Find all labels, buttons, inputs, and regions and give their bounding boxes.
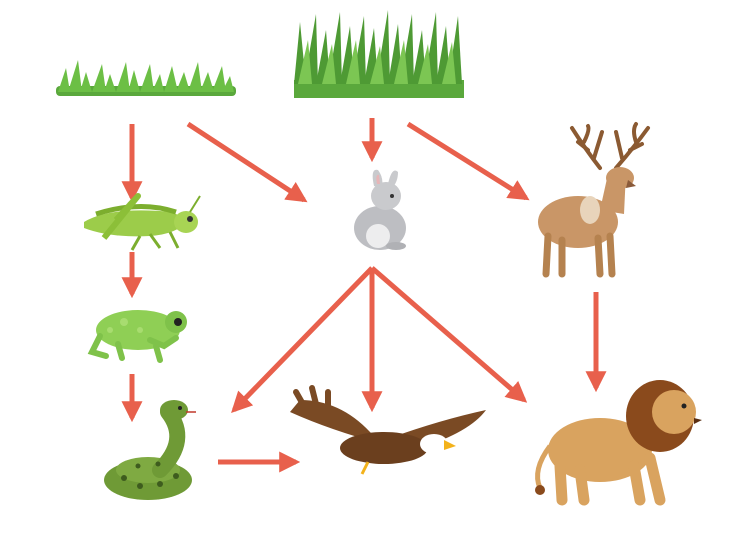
arrow-grass-small-to-rabbit bbox=[186, 121, 308, 203]
arrow-rabbit-to-snake bbox=[231, 266, 374, 414]
deer-icon bbox=[538, 122, 650, 278]
grasshopper-icon bbox=[84, 193, 201, 251]
snake-icon bbox=[104, 400, 196, 500]
grass-tuft-icon bbox=[56, 60, 236, 96]
rabbit-icon bbox=[354, 169, 406, 250]
arrow-rabbit-to-lion bbox=[370, 266, 528, 403]
lion-icon bbox=[535, 380, 702, 506]
arrow-grass-tall-to-deer bbox=[406, 121, 530, 201]
eagle-icon bbox=[290, 385, 486, 475]
arrow-layer bbox=[121, 118, 607, 473]
tall-grass-icon bbox=[294, 10, 464, 98]
frog-icon bbox=[87, 310, 187, 363]
